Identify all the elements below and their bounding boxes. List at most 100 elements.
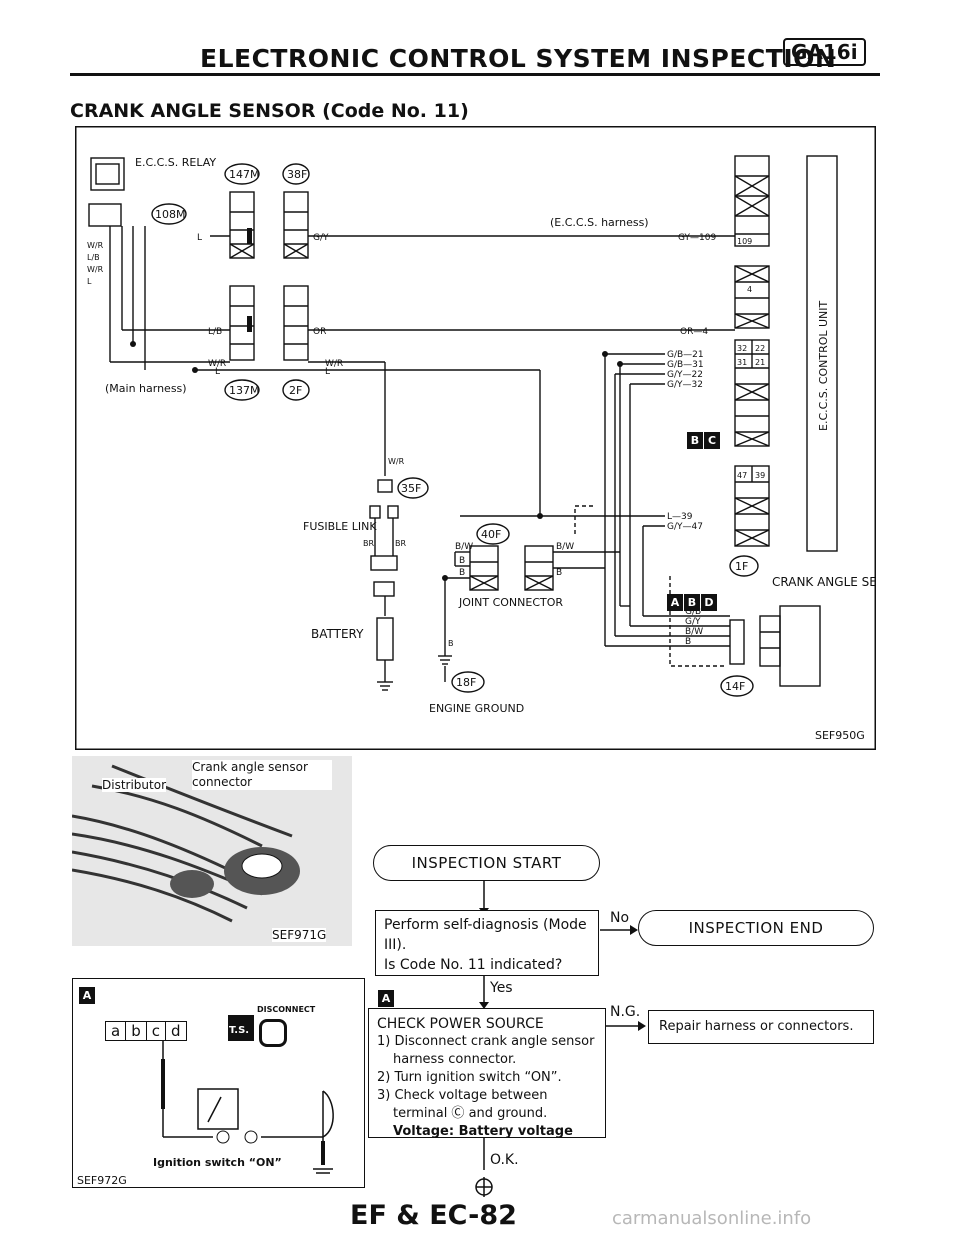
step1-line1: Perform self-diagnosis (Mode — [384, 917, 587, 933]
connector-147m: 147M — [229, 168, 260, 181]
flowchart-connectors — [479, 880, 646, 1170]
relay-label: E.C.C.S. RELAY — [135, 156, 216, 169]
wire-bw: B/W — [685, 627, 703, 637]
fusible-link-label: FUSIBLE LINK — [303, 520, 377, 533]
connector-35f: 35F — [401, 482, 421, 495]
pin-c: c — [147, 1022, 166, 1040]
wiring-diagram: 147M 38F 108M 137M 2F 35F 40F 18F 1F 14F… — [75, 126, 876, 750]
wire-b3: B — [556, 568, 562, 578]
badge-d-diagram: D — [701, 594, 717, 611]
yes-label: Yes — [490, 980, 513, 996]
ignition-switch-note: Ignition switch “ON” — [153, 1156, 282, 1169]
ng-label: N.G. — [610, 1004, 641, 1020]
step2-item3b: terminal Ⓒ and ground. — [393, 1106, 548, 1121]
wire-wr: W/R — [208, 359, 226, 369]
header-rule — [70, 73, 880, 76]
wiring-diagram-svg: 147M 38F 108M 137M 2F 35F 40F 18F 1F 14F… — [75, 126, 876, 750]
flow-badge-a: A — [378, 990, 394, 1007]
sensor-label: CRANK ANGLE SENSOR — [772, 575, 876, 589]
wire-or: OR — [313, 327, 326, 337]
ecu-pin-21: 21 — [755, 358, 765, 367]
joint-connector-label: JOINT CONNECTOR — [458, 596, 563, 609]
wire-or4: OR—4 — [680, 327, 708, 337]
connector-2f: 2F — [289, 384, 302, 397]
step2-item1: 1) Disconnect crank angle sensor — [377, 1034, 595, 1049]
wire-gy22: G/Y—22 — [667, 370, 703, 380]
page-title: ELECTRONIC CONTROL SYSTEM INSPECTION — [200, 44, 837, 73]
wire-l2b: L — [325, 367, 330, 377]
step1-line2: III). — [384, 937, 407, 953]
step2-voltage: Voltage: Battery voltage — [393, 1124, 573, 1139]
battery-label: BATTERY — [311, 627, 364, 641]
self-diagnosis-step: Perform self-diagnosis (Mode III). Is Co… — [375, 910, 599, 976]
relay-wire-4: L — [87, 277, 92, 286]
ecu-pin-32: 32 — [737, 344, 747, 353]
connector-14f: 14F — [725, 680, 745, 693]
step2-item2: 2) Turn ignition switch “ON”. — [377, 1070, 562, 1085]
figure-id-971: SEF971G — [272, 928, 327, 942]
wire-bw1: B/W — [455, 542, 473, 552]
photo-distributor-label: Distributor — [102, 778, 167, 792]
relay-wire-2: L/B — [87, 253, 100, 262]
wire-b4: B — [448, 639, 454, 648]
no-label: No — [610, 910, 630, 926]
page-number: EF & EC-82 — [350, 1200, 517, 1231]
wire-gy109: GY—109 — [678, 233, 716, 243]
wire-bw2: B/W — [556, 542, 574, 552]
connector-1f: 1F — [735, 560, 748, 573]
wire-gy47: G/Y—47 — [667, 522, 703, 532]
step2-item1b: harness connector. — [393, 1052, 517, 1067]
wire-br2: BR — [395, 539, 406, 548]
wire-lb: L/B — [208, 327, 222, 337]
inset-pins: a b c d — [105, 1021, 187, 1041]
connector-108m: 108M — [155, 208, 186, 221]
ecu-pin-31: 31 — [737, 358, 747, 367]
badge-b-diagram: B — [684, 594, 700, 611]
wire-l2: L — [215, 367, 220, 377]
connector-18f: 18F — [456, 676, 476, 689]
wire-b: B — [685, 637, 691, 647]
relay-wire-1: W/R — [87, 241, 104, 250]
repair-step: Repair harness or connectors. — [648, 1010, 874, 1044]
wire-b1: B — [459, 556, 465, 566]
step1-line3: Is Code No. 11 indicated? — [384, 957, 563, 973]
connector-137m: 137M — [229, 384, 260, 397]
voltage-check-inset: A a b c d T.S. DISCONNECT Ignition switc… — [72, 978, 365, 1188]
wire-gy32: G/Y—32 — [667, 380, 703, 390]
pin-b: b — [126, 1022, 147, 1040]
distributor-photo: Crank angle sensor connector Distributor… — [71, 756, 352, 946]
disconnect-label: DISCONNECT — [257, 1005, 316, 1014]
inspection-start: INSPECTION START — [373, 845, 600, 881]
pin-a: a — [106, 1022, 127, 1040]
disconnect-icon — [228, 1015, 254, 1041]
step2-title: CHECK POWER SOURCE — [377, 1016, 544, 1032]
ecu-label: E.C.C.S. CONTROL UNIT — [817, 300, 830, 431]
wire-gb21: G/B—21 — [667, 350, 704, 360]
pin-d: d — [170, 1022, 181, 1040]
wire-gy-sensor: G/Y — [685, 617, 701, 627]
figure-id-950: SEF950G — [815, 729, 865, 742]
wire-b2: B — [459, 568, 465, 578]
relay-wire-3: W/R — [87, 265, 104, 274]
wire-gb31: G/B—31 — [667, 360, 704, 370]
check-power-source-step: CHECK POWER SOURCE 1) Disconnect crank a… — [368, 1008, 606, 1139]
wire-l: L — [197, 233, 202, 243]
wire-l39: L—39 — [667, 512, 693, 522]
ts-label: T.S. — [229, 1025, 250, 1036]
wire-gy: G/Y — [313, 233, 329, 243]
badge-c: C — [704, 432, 720, 449]
connector-plug-icon — [259, 1019, 287, 1047]
photo-sensor-label: Crank angle sensor connector — [192, 760, 332, 790]
figure-id-972: SEF972G — [77, 1174, 127, 1187]
step2-item3: 3) Check voltage between — [377, 1088, 548, 1103]
wire-gb: G/B — [685, 607, 701, 617]
badge-a-diagram: A — [667, 594, 683, 611]
ecu-pin-39: 39 — [755, 471, 765, 480]
wire-wr3: W/R — [388, 457, 405, 466]
inset-wiring — [161, 1041, 334, 1174]
inspection-end: INSPECTION END — [638, 910, 874, 946]
main-harness-label: (Main harness) — [105, 382, 187, 395]
ecu-pin-47: 47 — [737, 471, 747, 480]
badge-b: B — [687, 432, 703, 449]
section-title: CRANK ANGLE SENSOR (Code No. 11) — [70, 100, 469, 122]
